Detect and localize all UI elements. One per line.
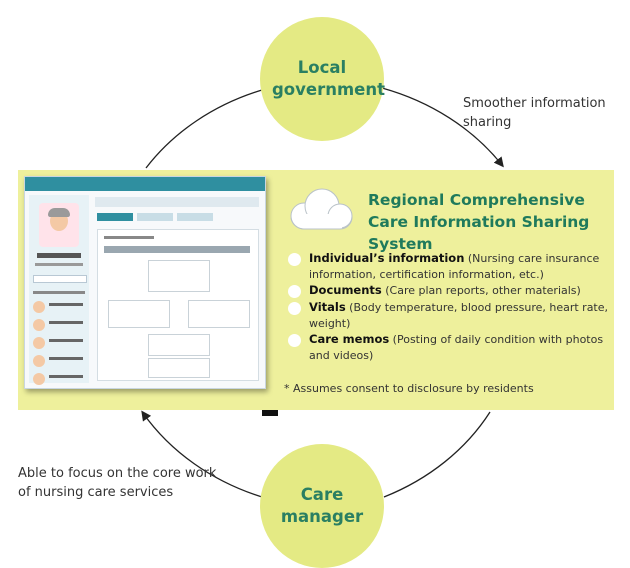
item-label: Documents bbox=[309, 283, 382, 298]
app-tab-1 bbox=[97, 213, 133, 221]
app-content bbox=[97, 229, 259, 381]
item-documents: Documents (Care plan reports, other mate… bbox=[287, 283, 613, 299]
care-manager-label: Care manager bbox=[280, 484, 364, 526]
consent-footnote: * Assumes consent to disclosure by resid… bbox=[284, 382, 534, 395]
system-items: Individual’s information (Nursing care i… bbox=[287, 251, 613, 364]
item-care-memos: Care memos (Posting of daily condition w… bbox=[287, 332, 613, 363]
note-information-sharing: Smoother information sharing bbox=[463, 96, 606, 130]
bullet-dot bbox=[288, 253, 301, 266]
app-tab-3 bbox=[177, 213, 213, 221]
arc-top-left bbox=[145, 89, 263, 169]
bullet-dot bbox=[288, 333, 301, 347]
item-vitals: Vitals (Body temperature, blood pressure… bbox=[287, 300, 613, 331]
item-detail: (Nursing care insurance information, cer… bbox=[309, 252, 600, 281]
arc-top-right bbox=[381, 87, 504, 168]
bullet-dot bbox=[288, 301, 301, 315]
item-detail: (Posting of daily condition with photos … bbox=[309, 332, 604, 362]
local-government-label: Local government bbox=[272, 57, 385, 99]
profile-photo bbox=[39, 203, 79, 247]
item-detail: (Care plan reports, other materials) bbox=[381, 284, 581, 298]
app-screenshot bbox=[24, 176, 266, 389]
system-title: Regional Comprehensive Care Information … bbox=[368, 191, 590, 253]
item-label: Vitals bbox=[309, 299, 346, 314]
item-individual-information: Individual’s information (Nursing care i… bbox=[287, 251, 613, 282]
app-sidebar bbox=[29, 195, 89, 385]
item-label: Individual’s information bbox=[309, 251, 465, 265]
bullet-dot bbox=[288, 285, 301, 299]
item-detail: (Body temperature, blood pressure, heart… bbox=[309, 300, 609, 330]
note-focus-core-work: Able to focus on the core work of nursin… bbox=[18, 466, 217, 500]
app-header-bar bbox=[25, 177, 265, 191]
cloud-icon bbox=[290, 188, 353, 230]
arc-bottom-left bbox=[141, 410, 263, 498]
item-label: Care memos bbox=[309, 331, 390, 346]
app-toolbar bbox=[95, 197, 259, 207]
connector-stub bbox=[262, 410, 278, 416]
app-tab-2 bbox=[137, 213, 173, 221]
care-manager-node: Care manager bbox=[260, 444, 384, 568]
local-government-node: Local government bbox=[260, 17, 385, 141]
arc-bottom-right bbox=[383, 411, 491, 498]
